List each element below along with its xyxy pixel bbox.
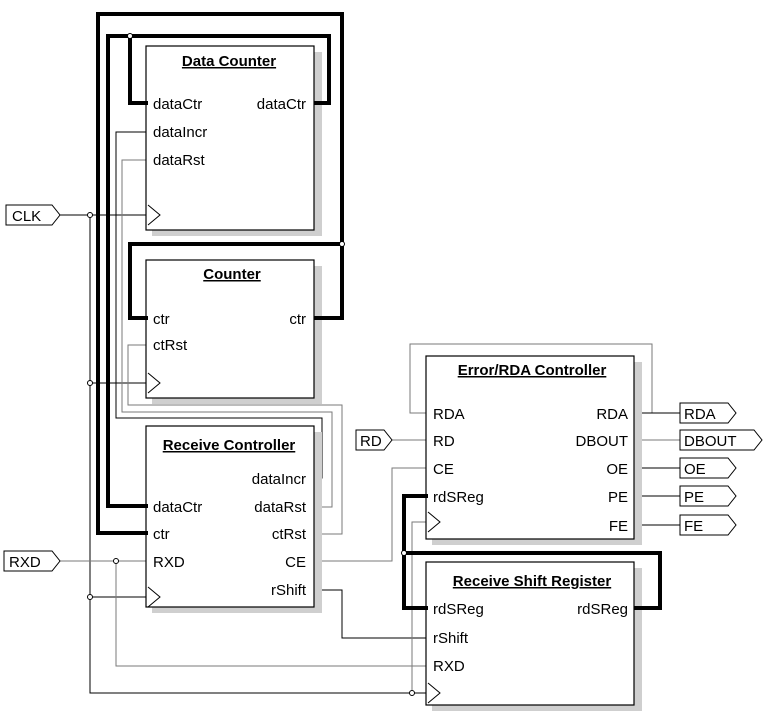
receive-shift-register-block: Receive Shift Register rdSReg rdSReg rSh… [425, 561, 642, 711]
receive-controller-port-ctrst: ctRst [272, 526, 307, 543]
output-rda-label: RDA [684, 406, 716, 423]
receive-controller-block: Receive Controller dataIncr dataRst data… [145, 425, 322, 613]
output-oe-label: OE [684, 461, 706, 478]
error-rda-port-dbout: DBOUT [576, 433, 629, 450]
ctr-bus [128, 242, 344, 320]
shift-register-port-rxd: RXD [433, 658, 465, 675]
clk-net [60, 214, 428, 694]
data-counter-port-dataincr: dataIncr [153, 124, 207, 141]
error-rda-port-rda-out: RDA [596, 406, 628, 423]
input-clk: CLK [5, 204, 61, 226]
receive-controller-port-ctr: ctr [153, 526, 170, 543]
data-counter-block: Data Counter dataCtr dataCtr dataIncr da… [145, 45, 322, 236]
output-dbout-label: DBOUT [684, 433, 737, 450]
error-rda-port-pe: PE [608, 489, 628, 506]
shift-register-port-rshift: rShift [433, 630, 469, 647]
output-oe: OE [679, 457, 737, 479]
error-clk-net [411, 521, 428, 693]
error-rda-port-oe: OE [606, 461, 628, 478]
error-rda-clock-icon [427, 511, 441, 533]
counter-block: Counter ctr ctr ctRst [145, 259, 322, 404]
error-rda-port-rda-in: RDA [433, 406, 465, 423]
receive-controller-port-datactr: dataCtr [153, 499, 202, 516]
output-fe: FE [679, 514, 737, 536]
junctions [87, 33, 415, 696]
input-rd-label: RD [360, 433, 382, 450]
counter-port-ctr-out: ctr [289, 311, 306, 328]
input-rxd-label: RXD [9, 554, 41, 571]
datarst-net [121, 159, 333, 508]
error-rda-controller-block: Error/RDA Controller RDA RDA RD DBOUT CE… [425, 355, 642, 545]
rshift-net [314, 589, 428, 639]
counter-port-ctrst: ctRst [153, 337, 188, 354]
error-rda-port-rd: RD [433, 433, 455, 450]
receive-controller-port-datarst: dataRst [254, 499, 307, 516]
output-pe-label: PE [684, 489, 704, 506]
output-dbout: DBOUT [679, 429, 763, 451]
receive-controller-port-ce: CE [285, 554, 306, 571]
data-counter-port-datarst: dataRst [153, 152, 206, 169]
ctrst-net [127, 344, 343, 535]
rxd-net [60, 560, 428, 667]
clk-junction-dot [87, 380, 93, 386]
output-rda: RDA [679, 402, 737, 424]
counter-title: Counter [203, 266, 261, 283]
clk-junction-dot [87, 212, 93, 218]
data-counter-port-datactr-out: dataCtr [257, 96, 306, 113]
datactr-rc-bus [106, 34, 148, 508]
clk-junction-dot [87, 594, 93, 600]
rxd-junction-dot [113, 558, 119, 564]
input-rd: RD [355, 429, 393, 451]
thick-buses [96, 12, 662, 610]
clk-junction-dot [409, 690, 415, 696]
shift-register-clock-icon [427, 682, 441, 704]
shift-register-port-rdsreg-out: rdSReg [577, 601, 628, 618]
data-counter-title: Data Counter [182, 53, 276, 70]
receive-controller-port-dataincr: dataIncr [252, 471, 306, 488]
data-counter-port-datactr-in: dataCtr [153, 96, 202, 113]
error-rda-controller-title: Error/RDA Controller [458, 362, 607, 379]
receive-controller-clock-icon [147, 586, 161, 608]
ce-net [314, 467, 428, 562]
counter-port-ctr-in: ctr [153, 311, 170, 328]
error-rda-port-ce: CE [433, 461, 454, 478]
output-fe-label: FE [684, 518, 703, 535]
ctr-rc-bus [96, 12, 344, 535]
data-counter-clock-icon [147, 204, 161, 226]
ctr-junction-dot [339, 241, 345, 247]
rdsreg-junction-dot [401, 550, 407, 556]
datactr-junction-dot [127, 33, 133, 39]
receive-controller-port-rxd: RXD [153, 554, 185, 571]
receive-controller-title: Receive Controller [163, 437, 296, 454]
receive-shift-register-title: Receive Shift Register [453, 573, 612, 590]
shift-register-port-rdsreg-in: rdSReg [433, 601, 484, 618]
output-pe: PE [679, 485, 737, 507]
rdsreg-bus [402, 494, 662, 610]
counter-clock-icon [147, 372, 161, 394]
receive-controller-port-rshift: rShift [271, 582, 307, 599]
error-rda-port-fe: FE [609, 518, 628, 535]
input-clk-label: CLK [12, 208, 41, 225]
datactr-bus [128, 34, 331, 105]
error-rda-port-rdsreg: rdSReg [433, 489, 484, 506]
input-rxd: RXD [3, 550, 61, 572]
